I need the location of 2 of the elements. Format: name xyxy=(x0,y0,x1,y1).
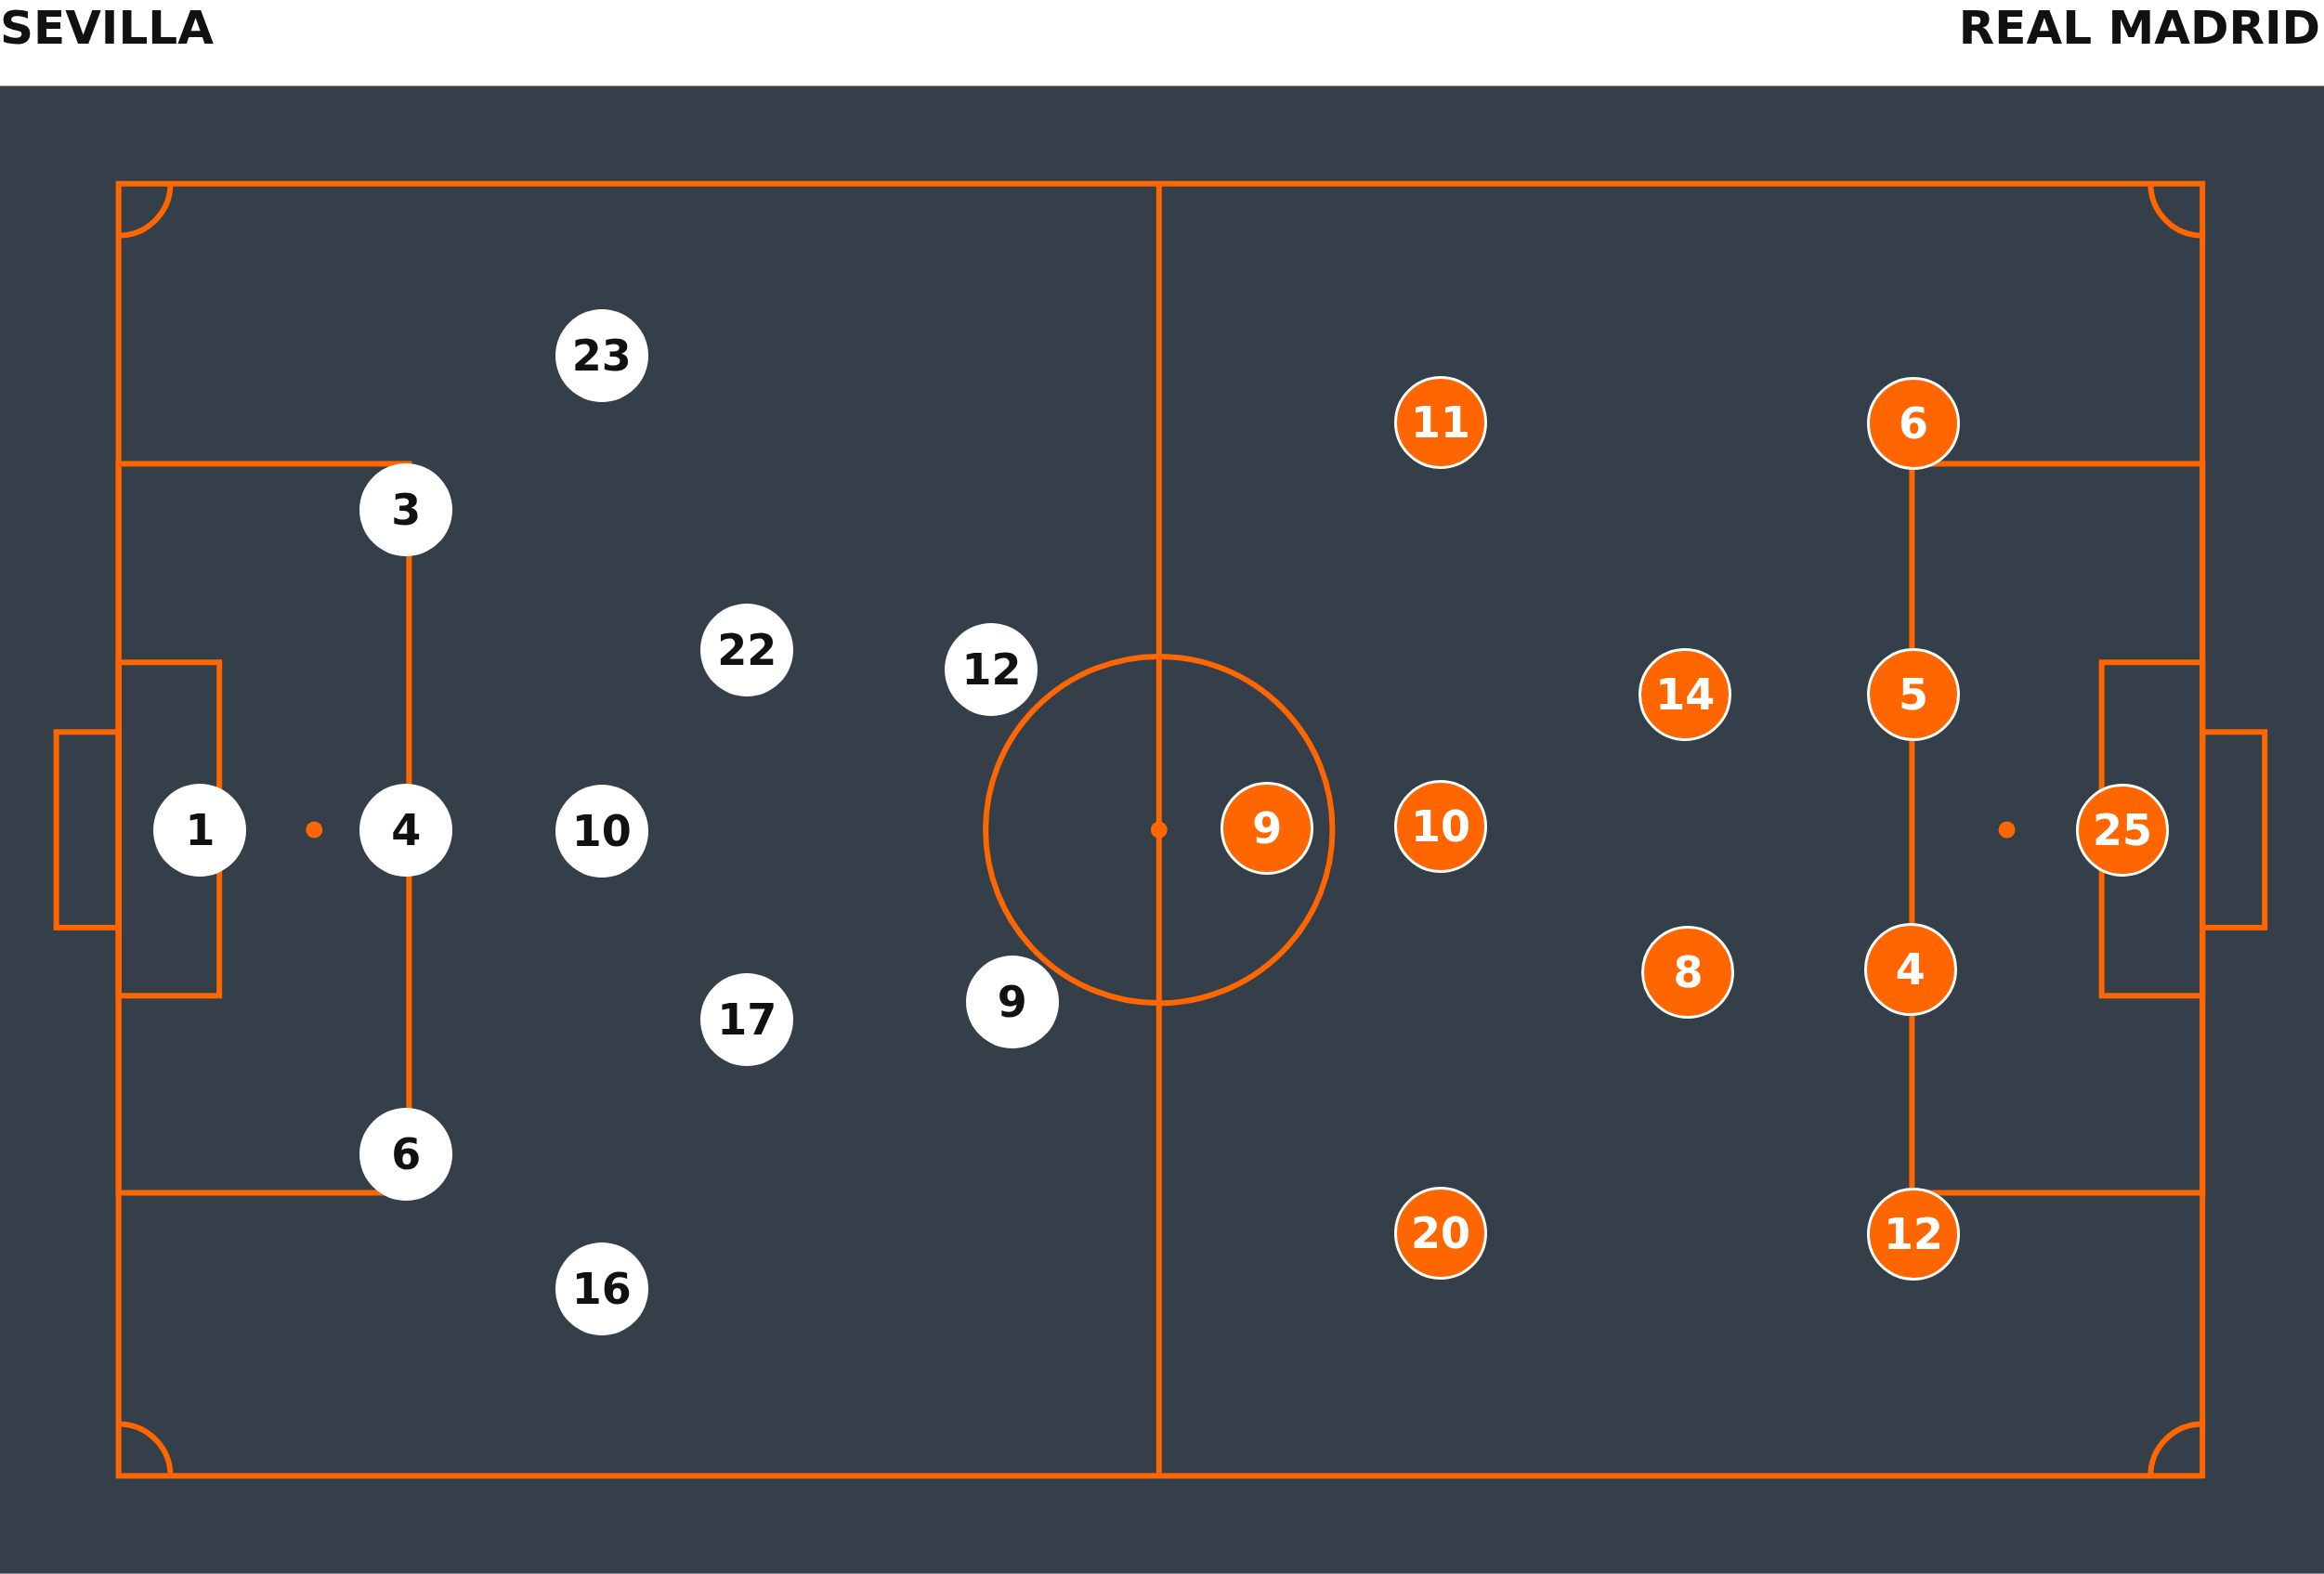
team-name: REAL MADRID xyxy=(1958,0,2320,56)
team-name: SEVILLA xyxy=(0,0,214,56)
